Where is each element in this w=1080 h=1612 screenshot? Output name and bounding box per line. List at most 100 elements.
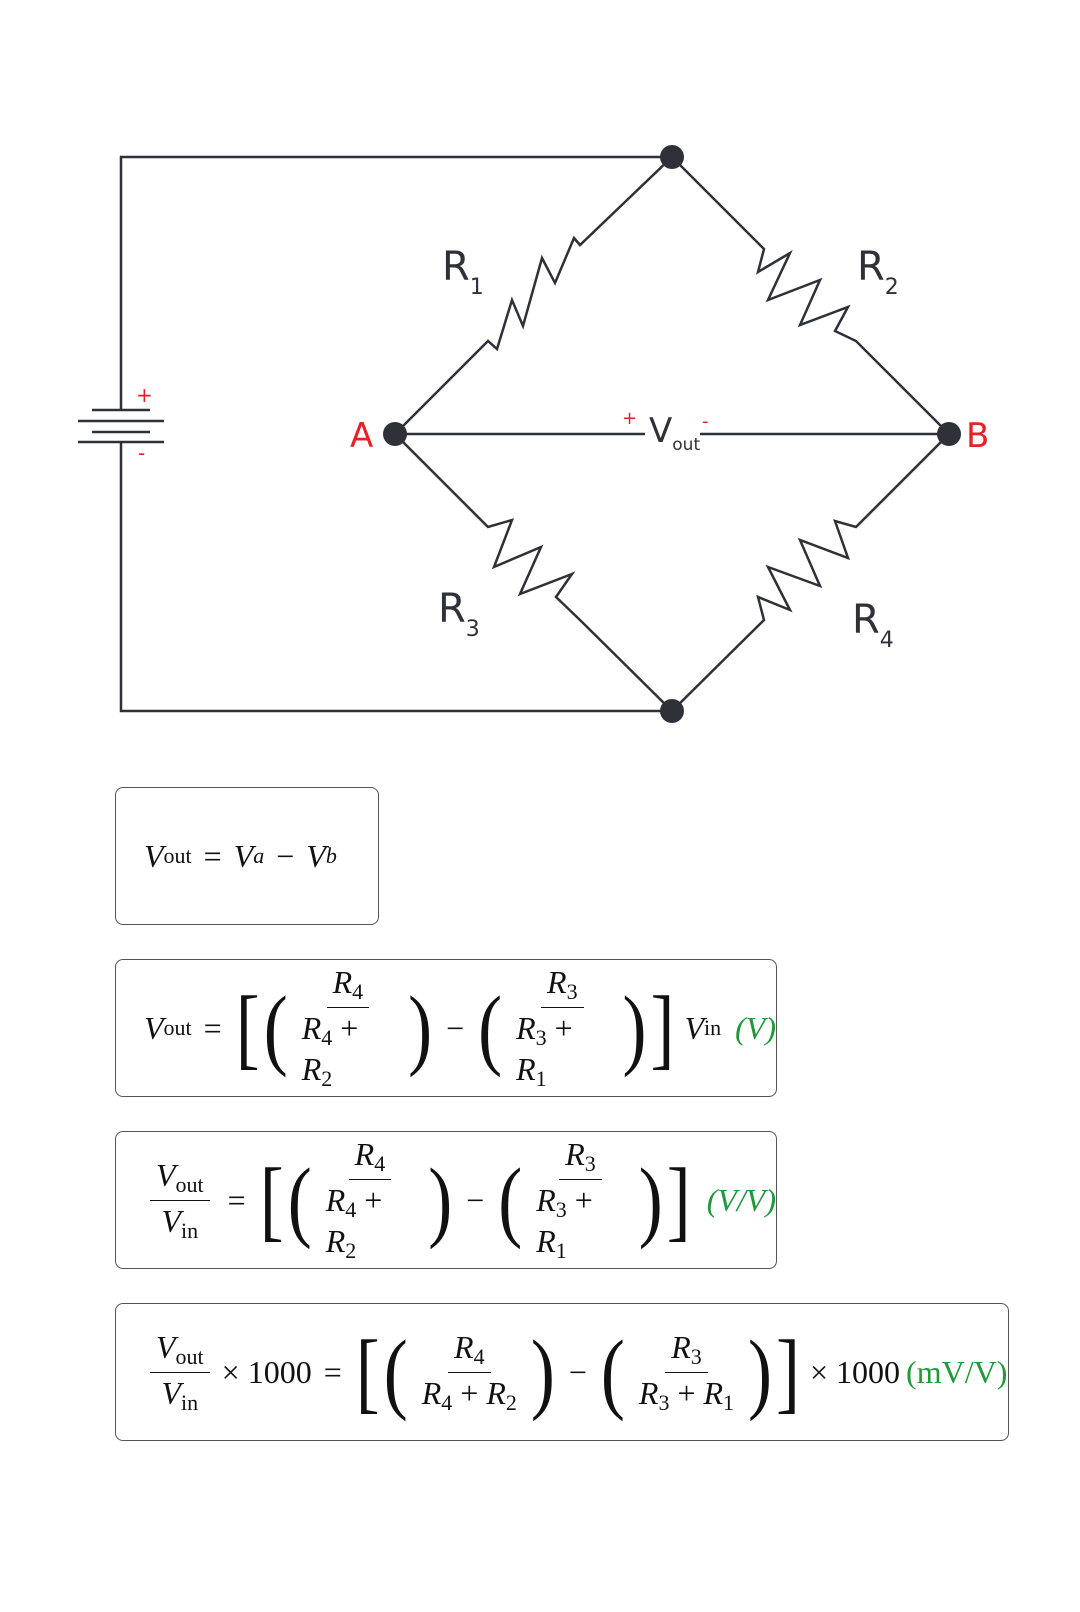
math-token: 4 [441,1389,453,1415]
math-token: × 1000 [221,1353,312,1390]
math-token: 4 [880,628,894,653]
math-token: R [536,1223,556,1259]
node-a [383,422,407,446]
math-token: in [181,1389,199,1415]
math-token: + [554,1010,573,1046]
math-token: out [163,843,192,868]
math-token: + [340,1010,359,1046]
math-token: ) [748,1322,773,1422]
math-token: R [547,964,567,1000]
vout-plus: + [622,408,637,429]
math-token: R [536,1182,556,1218]
math-token: = [203,1009,222,1046]
math-token: − [276,837,295,874]
math-token: ] [776,1322,800,1422]
r4-label: R4 [852,597,894,653]
math-token: R [301,1010,322,1046]
math-token: R [438,586,466,632]
math-token: ( [263,978,288,1078]
math-token: 4 [352,979,364,1004]
unit-v-per-v: (V/V) [706,1181,776,1218]
math-token: 1 [555,1238,567,1263]
math-token: ( [383,1322,408,1422]
math-token: ] [650,978,675,1078]
math-token: 2 [321,1066,333,1091]
math-token: R [857,244,885,290]
math-token: R [442,244,470,290]
math-token: 2 [505,1389,517,1415]
math-token: − [466,1181,485,1218]
math-token: 4 [345,1197,357,1222]
math-token: + [460,1374,479,1411]
math-token: R [454,1328,474,1365]
math-token: b [325,843,337,868]
math-token: 3 [690,1343,702,1369]
math-token: R [638,1374,659,1411]
r1-label: R1 [442,244,484,300]
r3-label: R3 [438,586,480,642]
math-token: R [354,1136,375,1172]
math-token: 3 [535,1025,547,1050]
node-b-label: B [966,416,989,456]
math-token: R [486,1374,506,1411]
math-token: − [446,1009,465,1046]
math-token: 4 [473,1343,485,1369]
math-token: V [161,1202,182,1239]
math-token: ( [600,1322,625,1422]
node-top [660,145,684,169]
math-token: V [156,1156,176,1193]
math-token: R [703,1374,724,1411]
math-token: ] [666,1150,691,1250]
vout-minus: - [702,411,709,432]
math-token: R [852,597,880,643]
node-b [937,422,961,446]
math-token: R [565,1136,585,1172]
battery-minus: - [138,441,145,465]
math-token: = [227,1181,246,1218]
r2-label: R2 [857,244,899,300]
node-bottom [660,699,684,723]
resistor-r2 [671,156,950,435]
math-token: V [144,1009,164,1046]
math-token: R [301,1051,322,1087]
resistor-r3 [394,433,673,712]
bridge-circuit: + - A B + - Vout R1 R2 R3 R4 [78,145,989,723]
math-token: R [516,1010,536,1046]
math-token: 1 [535,1066,547,1091]
math-token: [ [235,978,260,1078]
math-token: V [684,1009,704,1046]
math-token: 4 [321,1025,333,1050]
math-token: ( [287,1150,312,1250]
unit-mv-per-v: (mV/V) [906,1353,1008,1390]
math-token: ( [498,1150,523,1250]
math-token: 1 [470,275,484,300]
battery-plus: + [136,383,153,407]
wire-top [119,155,672,410]
math-token: out [163,1015,192,1040]
math-token: 3 [658,1389,670,1415]
math-token: ( [478,978,503,1078]
math-token: 2 [345,1238,357,1263]
math-token: + [574,1182,593,1218]
math-token: − [568,1353,587,1390]
math-token: + [364,1182,383,1218]
math-token: 3 [566,979,578,1004]
math-token: R [325,1223,346,1259]
math-token: [ [355,1322,380,1422]
wire-bottom [119,442,672,713]
math-token: R [671,1328,691,1365]
math-token: V [144,837,164,874]
math-token: = [203,837,222,874]
math-token: 3 [555,1197,567,1222]
math-token: out [175,1343,204,1369]
math-token: in [704,1015,722,1040]
math-token: ) [622,978,647,1078]
math-token: R [516,1051,536,1087]
math-token: V [233,837,254,874]
vout-label: Vout [649,411,700,455]
math-token: out [672,435,700,455]
